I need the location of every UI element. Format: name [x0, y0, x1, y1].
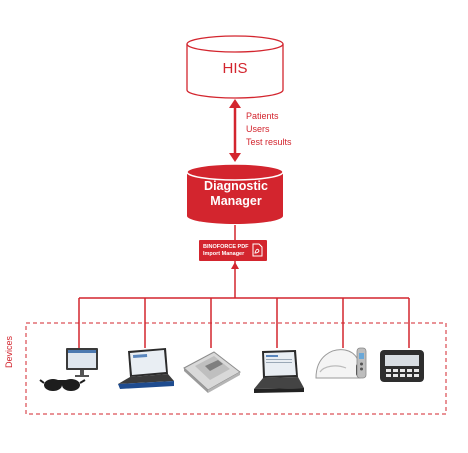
diagnostic-manager-label: Diagnostic Manager: [188, 179, 284, 209]
devices-dashed-box: [25, 322, 447, 415]
control-unit-icon: [380, 350, 424, 382]
flow-item-patients: Patients: [246, 111, 279, 121]
import-manager-badge: BINOFORCE PDF Import Manager: [199, 240, 267, 261]
his-database-icon: [186, 35, 284, 99]
import-manager-line2: Import Manager: [203, 250, 245, 257]
import-manager-text: BINOFORCE PDF Import Manager: [199, 244, 253, 258]
goggles-with-monitor-icon: [39, 348, 98, 391]
arrow-up-small-icon: [231, 262, 239, 269]
arrow-up-icon: [229, 99, 241, 108]
pdf-file-icon: [252, 243, 263, 257]
arrow-down-icon: [229, 153, 241, 162]
head-device-with-remote-icon: [315, 347, 367, 379]
diagnostic-manager-database-icon: [186, 163, 284, 224]
laptop-icon: [118, 348, 174, 389]
flow-labels: Patients Users Test results: [246, 110, 292, 149]
import-manager-line1: BINOFORCE PDF: [203, 243, 249, 250]
flat-device-icon: [183, 351, 241, 393]
devices-label: Devices: [4, 335, 14, 368]
flow-item-users: Users: [246, 124, 270, 134]
laptop-icon-2: [254, 350, 304, 393]
flow-item-test-results: Test results: [246, 137, 292, 147]
his-label: HIS: [222, 60, 248, 77]
diagnostic-manager-line2: Manager: [210, 194, 262, 208]
diagnostic-manager-line1: Diagnostic: [204, 179, 268, 193]
